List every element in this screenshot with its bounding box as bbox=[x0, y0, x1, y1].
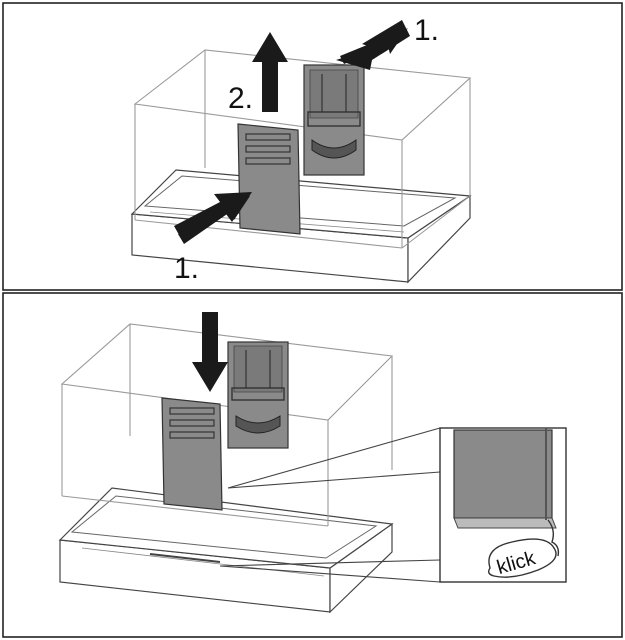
bottom-tray-inner-rim bbox=[70, 495, 378, 559]
arrow-up-icon bbox=[252, 32, 288, 112]
arrow-down-icon bbox=[192, 312, 228, 392]
bottom-insert-handle bbox=[235, 415, 281, 434]
bottom-panel-frame bbox=[2, 292, 623, 638]
step-1-left-label: 1. bbox=[174, 252, 199, 285]
klick-bubble bbox=[487, 538, 557, 578]
detail-insert-edge bbox=[453, 429, 553, 519]
arrow-push-left-head-icon bbox=[174, 192, 252, 240]
bottom-tray-slot bbox=[149, 553, 221, 563]
top-insert-handle bbox=[311, 139, 357, 159]
top-drawer-assembly bbox=[130, 49, 472, 284]
bottom-drawer-assembly bbox=[58, 323, 394, 614]
detail-callout: klick bbox=[439, 427, 567, 583]
bottom-tray-top bbox=[58, 487, 394, 569]
detail-clip bbox=[547, 519, 560, 557]
top-panel-frame bbox=[2, 2, 623, 291]
bottom-front-insert bbox=[161, 397, 223, 511]
step-2-label: 2. bbox=[228, 82, 253, 115]
arrow-push-right-head-icon bbox=[336, 20, 410, 70]
top-tray-inner-rim bbox=[143, 175, 457, 227]
callout-leader-lines bbox=[219, 427, 441, 583]
step-1-right-label: 1. bbox=[414, 14, 439, 47]
